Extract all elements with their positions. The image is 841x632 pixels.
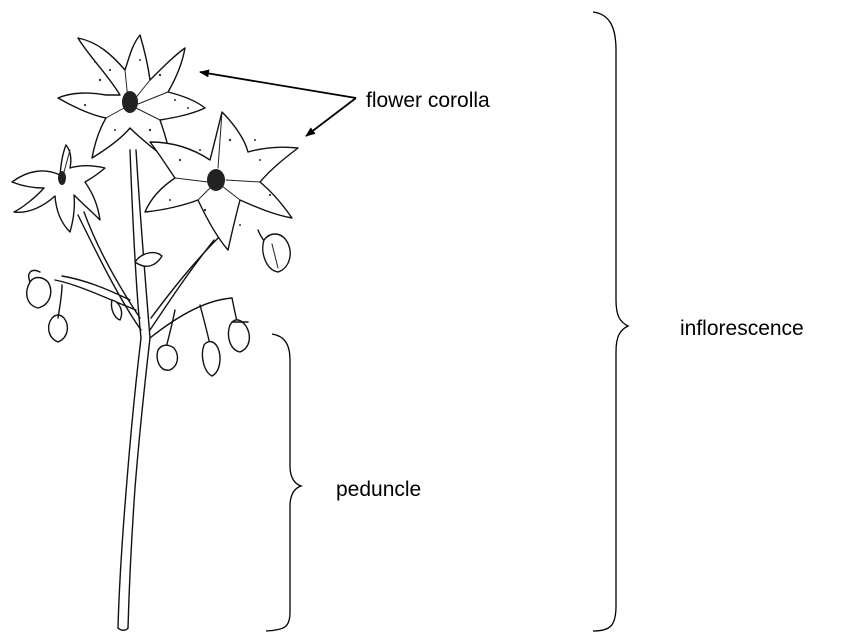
- inflorescence-label: inflorescence: [680, 318, 804, 339]
- inflorescence-brace: [593, 12, 628, 631]
- flower-corolla-right: [145, 112, 298, 250]
- peduncle-brace: [266, 334, 301, 631]
- flower-corolla-top: [58, 35, 205, 160]
- flower-left: [12, 145, 105, 232]
- stem: [55, 150, 232, 630]
- flower-corolla-label: flower corolla: [366, 90, 490, 111]
- peduncle-label: peduncle: [336, 479, 421, 500]
- buds-lower-right: [157, 298, 249, 376]
- bud-right: [258, 230, 290, 272]
